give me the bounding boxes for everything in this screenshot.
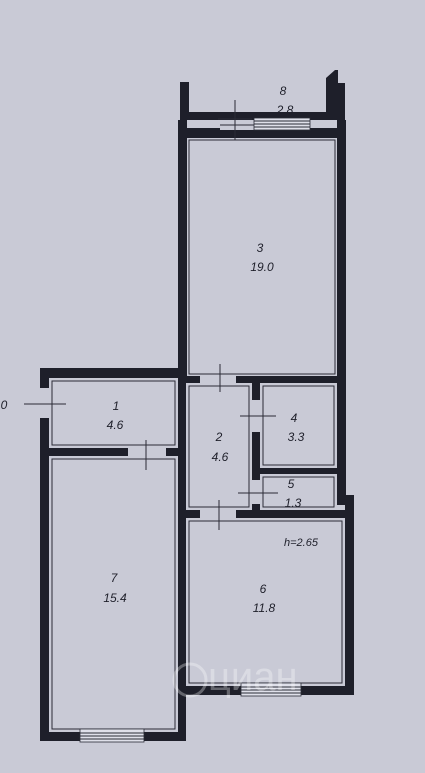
room-4-area: 3.3 [288,430,305,444]
wall-right-3 [337,120,346,500]
ceiling-height-note: h=2.65 [284,537,319,549]
wall-top-1 [40,368,186,378]
wall-3-bottom [186,376,338,383]
room-3-number: 3 [257,241,264,255]
wall-top-3 [178,128,338,138]
room-7-area: 15.4 [103,591,127,605]
room-7-number: 7 [111,571,119,585]
balcony-wall [180,70,345,120]
wall-left-3 [178,120,187,382]
windows [79,117,311,743]
watermark: циан [172,655,298,699]
wall-2-45 [252,383,260,510]
room-6-area: 11.8 [253,601,276,615]
room-8-number: 8 [280,84,287,98]
wall-mid [178,376,186,741]
wall-step [337,495,354,505]
wall-6-top [186,510,346,518]
room-3-area: 19.0 [250,260,274,274]
watermark-text: циан [208,655,298,699]
room-2-area: 4.6 [212,450,229,464]
room-5-number: 5 [288,477,295,491]
edge-label: 0 [1,398,8,412]
room-5-area: 1.3 [285,496,302,510]
wall-right-6 [345,500,354,695]
room-4-number: 4 [291,411,298,425]
wall-4-5 [252,468,338,474]
wall-1-7 [45,448,186,456]
room-labels: 8 2.8 3 19.0 1 4.6 4 3.3 2 4.6 5 1.3 h=2… [1,84,319,615]
wall-left-outer [40,368,49,740]
room-1-area: 4.6 [107,418,124,432]
door-markers [24,100,278,530]
room-fills [49,138,345,732]
room-2-number: 2 [215,430,223,444]
room-1-number: 1 [113,399,120,413]
room-8-area: 2.8 [276,103,294,117]
room-6-number: 6 [260,582,267,596]
